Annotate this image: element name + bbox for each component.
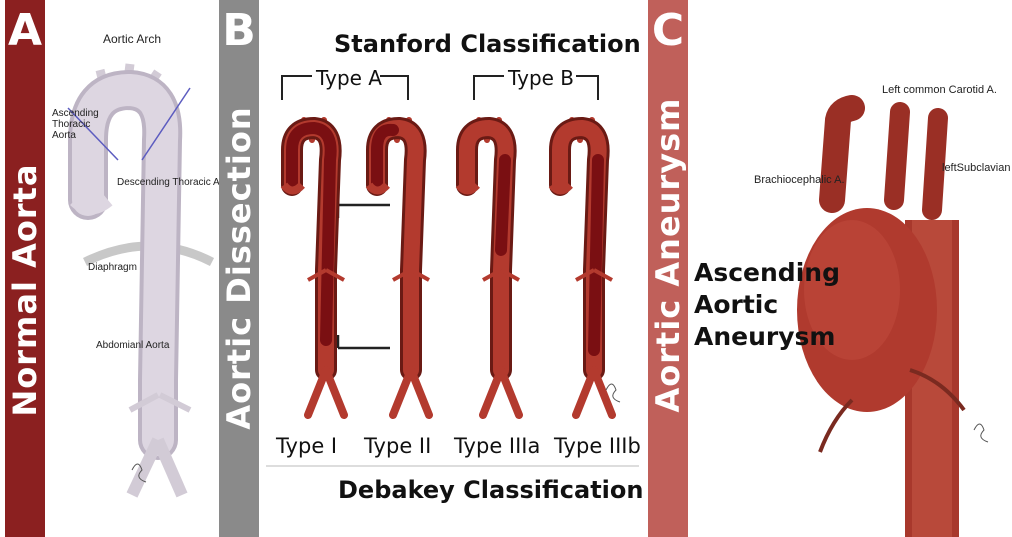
label-diaphragm: Diaphragm [88, 262, 137, 274]
type-label-3: Type IIIa [454, 434, 540, 458]
left-common-carotid-artery [894, 112, 900, 200]
panel-c-aortic-aneurysm: C Aortic Aneurysm Left common Carotid A.… [642, 0, 1012, 537]
type-2-iliac-left [393, 370, 411, 415]
type-3a-iliac-left [483, 370, 501, 415]
aneurysm-heading-line2: Aortic [694, 290, 778, 319]
debakey-classification-title: Debakey Classification [338, 476, 643, 504]
coronary-vessel-left [820, 400, 852, 452]
label-aortic-arch: Aortic Arch [103, 33, 161, 45]
type-3a-dissection-flap [501, 160, 505, 250]
type-label-1: Type I [276, 434, 337, 458]
label-abdominal: Abdomianl Aorta [96, 340, 169, 352]
artist-signature-c [974, 424, 988, 442]
type-1-dissection-flap [292, 128, 331, 340]
aneurysm-heading-line3: Aneurysm [694, 322, 835, 351]
label-ascending-3: Aorta [52, 130, 76, 142]
type-label-2: Type II [364, 434, 431, 458]
aneurysm-heading-line1: Ascending [694, 258, 840, 287]
label-left-common-carotid: Left common Carotid A. [882, 84, 997, 96]
type-label-4: Type IIIb [554, 434, 641, 458]
type-2-iliac-right [411, 370, 429, 415]
panel-a-normal-aorta: A Normal Aorta Aortic Arch Ascending Tho… [0, 0, 214, 537]
type-1-iliac-left [308, 370, 326, 415]
type-1-iliac-right [326, 370, 344, 415]
type-3a-iliac-right [501, 370, 519, 415]
left-subclavian-artery [932, 118, 938, 210]
type-3b-iliac-right [594, 370, 612, 415]
label-brachiocephalic: Brachiocephalic A. [754, 174, 845, 186]
label-left-subclavian: leftSubclavian A. [942, 162, 1012, 174]
aortic-root [75, 200, 108, 208]
panel-b-aortic-dissection: B Aortic Dissection Stanford Classificat… [214, 0, 642, 537]
type-3b-iliac-left [576, 370, 594, 415]
type-3b-dissection-flap [594, 160, 598, 350]
brachiocephalic-artery [832, 108, 852, 200]
